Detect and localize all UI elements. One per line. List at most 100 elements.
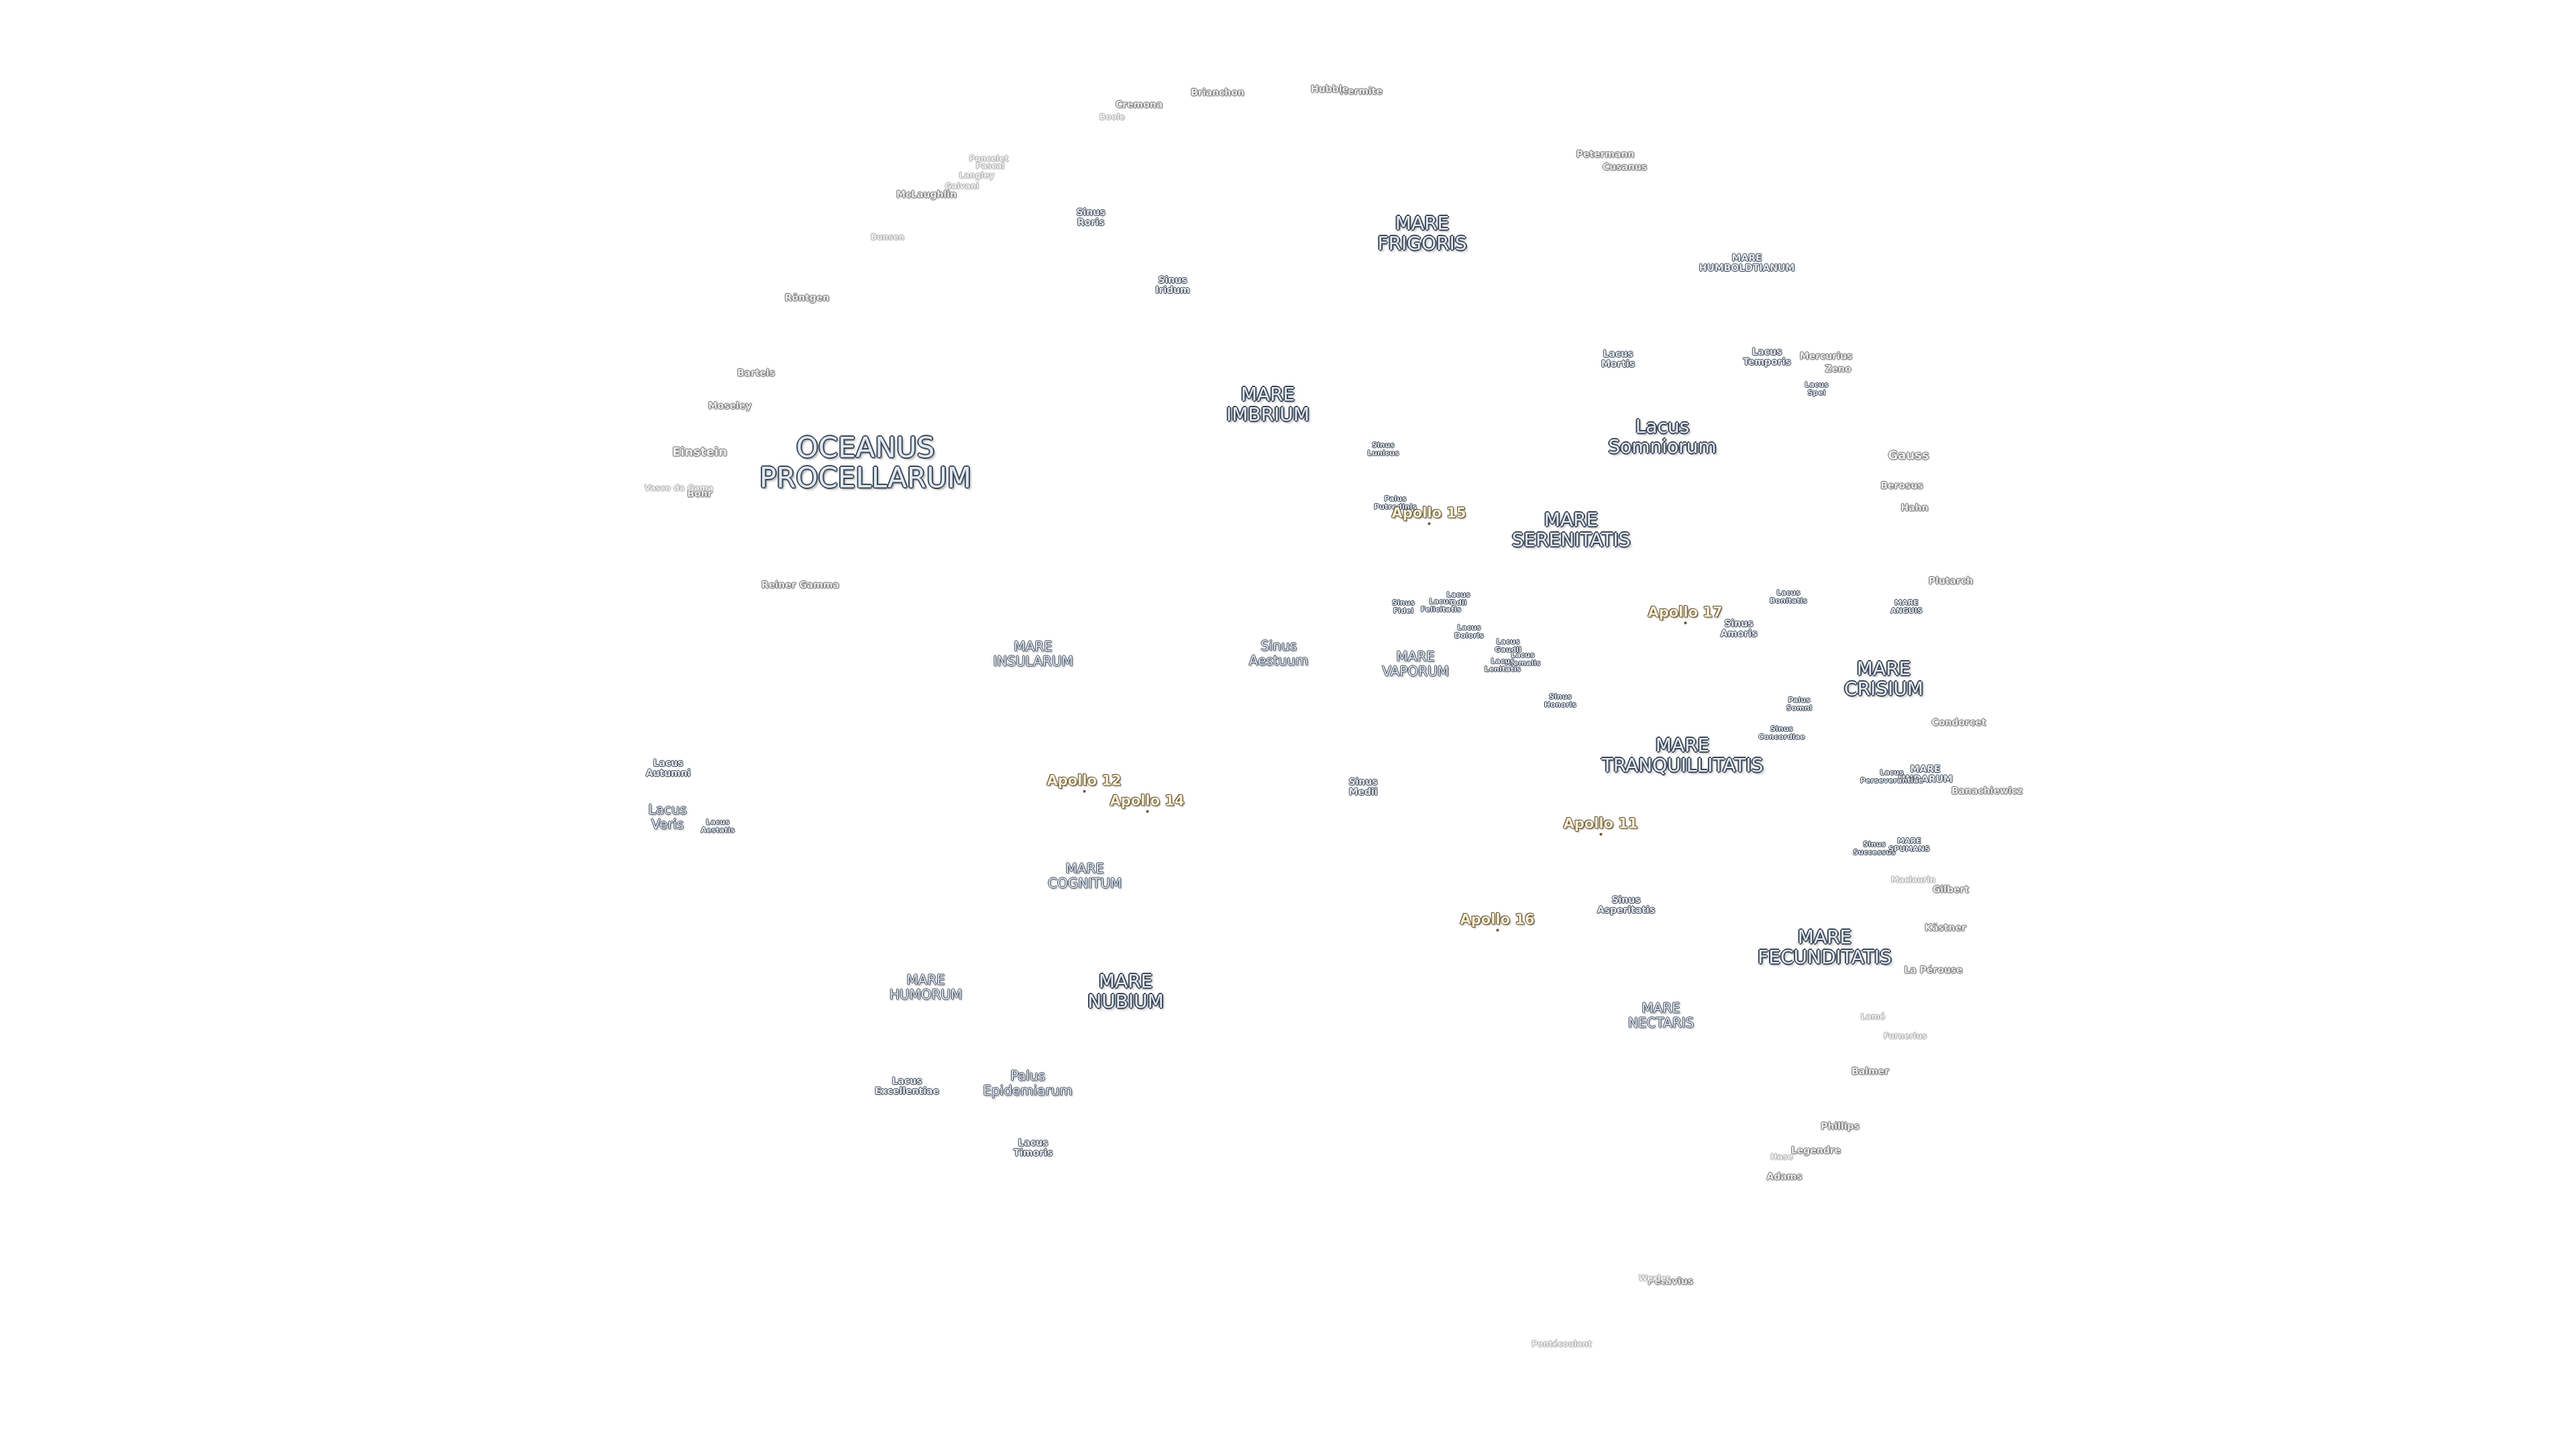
feature-label-text: Lacus Timoris [1013, 1137, 1053, 1159]
crater-label: Hase [1770, 1152, 1792, 1162]
crater-label: Banachiewicz [1951, 786, 2023, 796]
crater-label-text: Petavius [1647, 1276, 1694, 1287]
feature-label: Lacus Bonitatis [1770, 589, 1807, 605]
crater-label-text: Wexler [1638, 1273, 1670, 1283]
crater-label-text: Hermite [1340, 86, 1383, 97]
crater-label: Hubble [1311, 85, 1348, 95]
mare-label: Lacus Veris [648, 802, 687, 831]
feature-label: Lacus Spei [1805, 381, 1828, 397]
feature-label-text: Sinus Concordiae [1758, 724, 1805, 741]
crater-label: Pascal [975, 162, 1004, 171]
crater-label: Bohr [687, 489, 712, 499]
apollo-site-marker[interactable]: Apollo 11 [1563, 816, 1638, 836]
mare-label-text: MARE HUMORUM [889, 971, 963, 1002]
crater-label-text: Reiner Gamma [761, 580, 839, 591]
feature-label-text: Lacus Felicitatis [1420, 597, 1462, 614]
crater-label-text: McLaughlin [896, 189, 957, 201]
mare-label-text: MARE NUBIUM [1087, 969, 1164, 1012]
feature-label: Sinus Lunicus [1367, 441, 1399, 458]
feature-label-text: Sinus Asperitatis [1597, 894, 1656, 916]
crater-label: Petermann [1576, 150, 1635, 160]
crater-label-text: Boole [1099, 112, 1125, 122]
mare-label: Palus Epidemiarum [983, 1069, 1073, 1097]
mare-label-text: Lacus Somniorum [1608, 415, 1717, 458]
feature-label: Lacus Mortis [1601, 349, 1635, 370]
landing-site-pin-icon[interactable] [1495, 928, 1499, 932]
landing-site-pin-icon[interactable] [1082, 790, 1085, 793]
mare-label: MARE NECTARIS [1628, 1001, 1694, 1030]
apollo-site-marker[interactable]: Apollo 12 [1046, 772, 1122, 793]
feature-label-text: MARE ANGUIS [1890, 598, 1923, 615]
apollo-site-marker[interactable]: Apollo 14 [1110, 793, 1185, 813]
feature-label-text: Palus Putredinis [1374, 494, 1417, 511]
feature-label: Sinus Honoris [1544, 693, 1576, 709]
mare-label-text: MARE CRISIUM [1844, 657, 1923, 700]
feature-label: Palus Putredinis [1374, 495, 1417, 511]
mare-label-text: MARE VAPORUM [1382, 648, 1449, 679]
feature-label: Lacus Autumni [646, 758, 691, 779]
crater-label: Berosus [1880, 481, 1923, 491]
feature-label: MARE SPUMANS [1888, 837, 1930, 853]
feature-label-text: Sinus Amoris [1720, 618, 1758, 639]
landing-site-pin-icon[interactable] [1145, 810, 1148, 813]
crater-label-text: Furnerius [1883, 1031, 1927, 1041]
crater-label: Reiner Gamma [761, 580, 839, 590]
crater-label: Gauss [1888, 449, 1929, 462]
crater-label-text: Kästner [1925, 922, 1966, 934]
feature-label: Palus Somni [1786, 696, 1813, 712]
crater-label-text: Zeno [1825, 364, 1851, 375]
crater-label-text: Legendre [1790, 1145, 1841, 1157]
crater-label: Maclaurin [1891, 875, 1935, 885]
crater-label: Moseley [708, 401, 752, 411]
feature-label-text: Sinus Lunicus [1367, 441, 1399, 458]
crater-label: Plutarch [1929, 576, 1973, 586]
landing-site-pin-icon[interactable] [1427, 522, 1430, 525]
feature-label-text: Sinus Iridum [1155, 274, 1190, 296]
crater-label: McLaughlin [896, 190, 957, 200]
mare-label: MARE SERENITATIS [1512, 509, 1631, 550]
feature-label: Lacus Temporis [1743, 347, 1790, 368]
feature-label-text: Sinus Medii [1348, 776, 1378, 798]
crater-label: La Pérouse [1904, 965, 1962, 975]
mare-label-text: MARE FRIGORIS [1377, 211, 1467, 254]
landing-site-pin-icon[interactable] [1683, 621, 1686, 625]
apollo-site-marker[interactable]: Apollo 15 [1391, 504, 1466, 525]
crater-label: Einstein [672, 445, 727, 458]
feature-label-text: Palus Somni [1786, 696, 1813, 712]
crater-label: Mercurius [1800, 352, 1853, 362]
feature-label-text: Lacus Aestatis [700, 818, 735, 835]
landing-site-pin-icon[interactable] [1599, 833, 1602, 836]
crater-label-text: Balmer [1851, 1066, 1889, 1077]
mare-label: MARE IMBRIUM [1226, 384, 1309, 425]
mare-label-text: MARE NECTARIS [1627, 1000, 1695, 1030]
crater-label: Brianchon [1191, 88, 1244, 98]
crater-label-text: Brianchon [1191, 87, 1244, 99]
mare-label-text: MARE IMBRIUM [1226, 382, 1309, 425]
feature-label-text: Sinus Successus [1853, 840, 1896, 857]
feature-label: Lacus Hiemalis [1505, 651, 1540, 667]
feature-label: Lacus Timoris [1014, 1138, 1053, 1159]
feature-label: Lacus Lenitatis [1485, 657, 1521, 674]
apollo-site-marker[interactable]: Apollo 17 [1648, 604, 1723, 625]
mare-label: MARE NUBIUM [1087, 971, 1164, 1012]
crater-label-text: Cremona [1115, 99, 1163, 111]
feature-label-text: Lacus Bonitatis [1770, 588, 1807, 605]
feature-label: Sinus Amoris [1720, 619, 1757, 639]
apollo-site-marker-text: Apollo 17 [1648, 604, 1723, 621]
apollo-site-marker[interactable]: Apollo 16 [1460, 912, 1535, 932]
apollo-site-marker-text: Apollo 15 [1391, 504, 1466, 521]
feature-label: Sinus Fidei [1392, 599, 1415, 615]
feature-label: Sinus Medii [1348, 777, 1377, 798]
crater-label: Petavius [1648, 1277, 1693, 1287]
feature-label-text: Sinus Roris [1076, 207, 1106, 228]
crater-label: Gilbert [1933, 885, 1969, 895]
crater-label: Cremona [1116, 100, 1163, 110]
crater-label-text: Adams [1766, 1171, 1803, 1183]
crater-label-text: Condorcet [1931, 717, 1986, 729]
apollo-site-marker-text: Apollo 12 [1046, 772, 1122, 789]
feature-label: MARE HUMBOLDTIANUM [1699, 253, 1795, 274]
feature-label-text: Lacus Spei [1805, 380, 1829, 397]
feature-label: Lacus Gaudii [1495, 638, 1521, 654]
crater-label: Zeno [1825, 364, 1851, 374]
